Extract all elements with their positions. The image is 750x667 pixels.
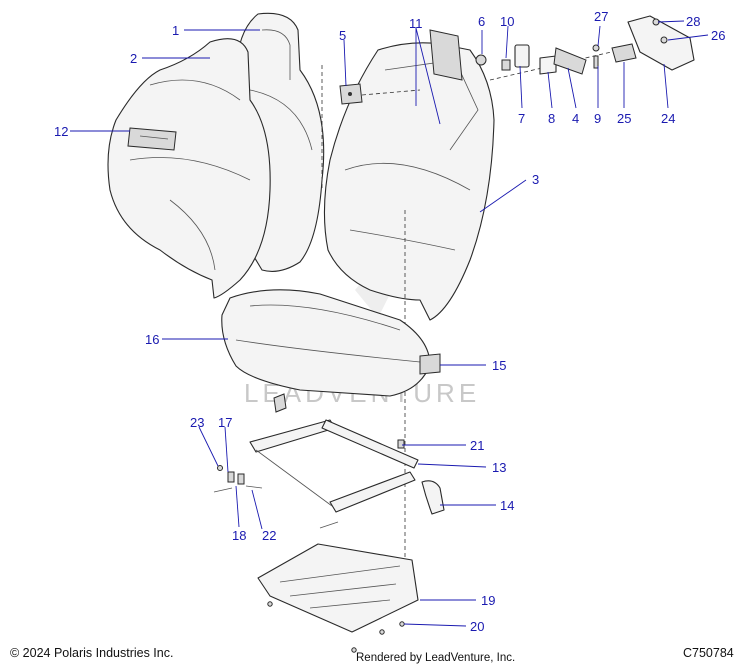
seat-frame [249, 393, 419, 513]
strap-part-12 [127, 127, 177, 151]
callout-14: 14 [500, 498, 514, 513]
handle-part-14 [421, 480, 445, 515]
callout-27: 27 [594, 9, 608, 24]
callout-6: 6 [478, 14, 485, 29]
callout-13: 13 [492, 460, 506, 475]
mount-hardware [213, 465, 339, 529]
callout-10: 10 [500, 14, 514, 29]
callout-20: 20 [470, 619, 484, 634]
callout-23: 23 [190, 415, 204, 430]
bracket-part-5 [339, 83, 363, 105]
callout-7: 7 [518, 111, 525, 126]
hardware-cluster [475, 43, 637, 75]
callout-5: 5 [339, 28, 346, 43]
callout-24: 24 [661, 111, 675, 126]
seat-back-shell [323, 29, 495, 321]
bracket-part-24 [627, 15, 695, 71]
callout-19: 19 [481, 593, 495, 608]
callout-15: 15 [492, 358, 506, 373]
callout-2: 2 [130, 51, 137, 66]
callout-16: 16 [145, 332, 159, 347]
callout-8: 8 [548, 111, 555, 126]
callout-labels: 1 2 3 4 5 6 7 8 9 10 11 12 13 14 15 16 1… [54, 9, 725, 634]
callout-4: 4 [572, 111, 579, 126]
callout-25: 25 [617, 111, 631, 126]
callout-1: 1 [172, 23, 179, 38]
screws-part-20 [267, 601, 405, 653]
diagram-code: C750784 [683, 646, 734, 660]
pad-part-15 [419, 353, 441, 375]
leader-lines [70, 20, 709, 627]
callout-12: 12 [54, 124, 68, 139]
copyright-text: © 2024 Polaris Industries Inc. [10, 646, 174, 660]
callout-9: 9 [594, 111, 601, 126]
rendered-by-text: Rendered by LeadVenture, Inc. [356, 652, 516, 664]
callout-18: 18 [232, 528, 246, 543]
callout-26: 26 [711, 28, 725, 43]
callout-21: 21 [470, 438, 484, 453]
callout-22: 22 [262, 528, 276, 543]
callout-28: 28 [686, 14, 700, 29]
seat-bottom-cushion [221, 289, 431, 397]
callout-11: 11 [409, 16, 423, 31]
callout-17: 17 [218, 415, 232, 430]
callout-3: 3 [532, 172, 539, 187]
base-panel [257, 543, 419, 633]
seat-back-foam [107, 38, 271, 299]
